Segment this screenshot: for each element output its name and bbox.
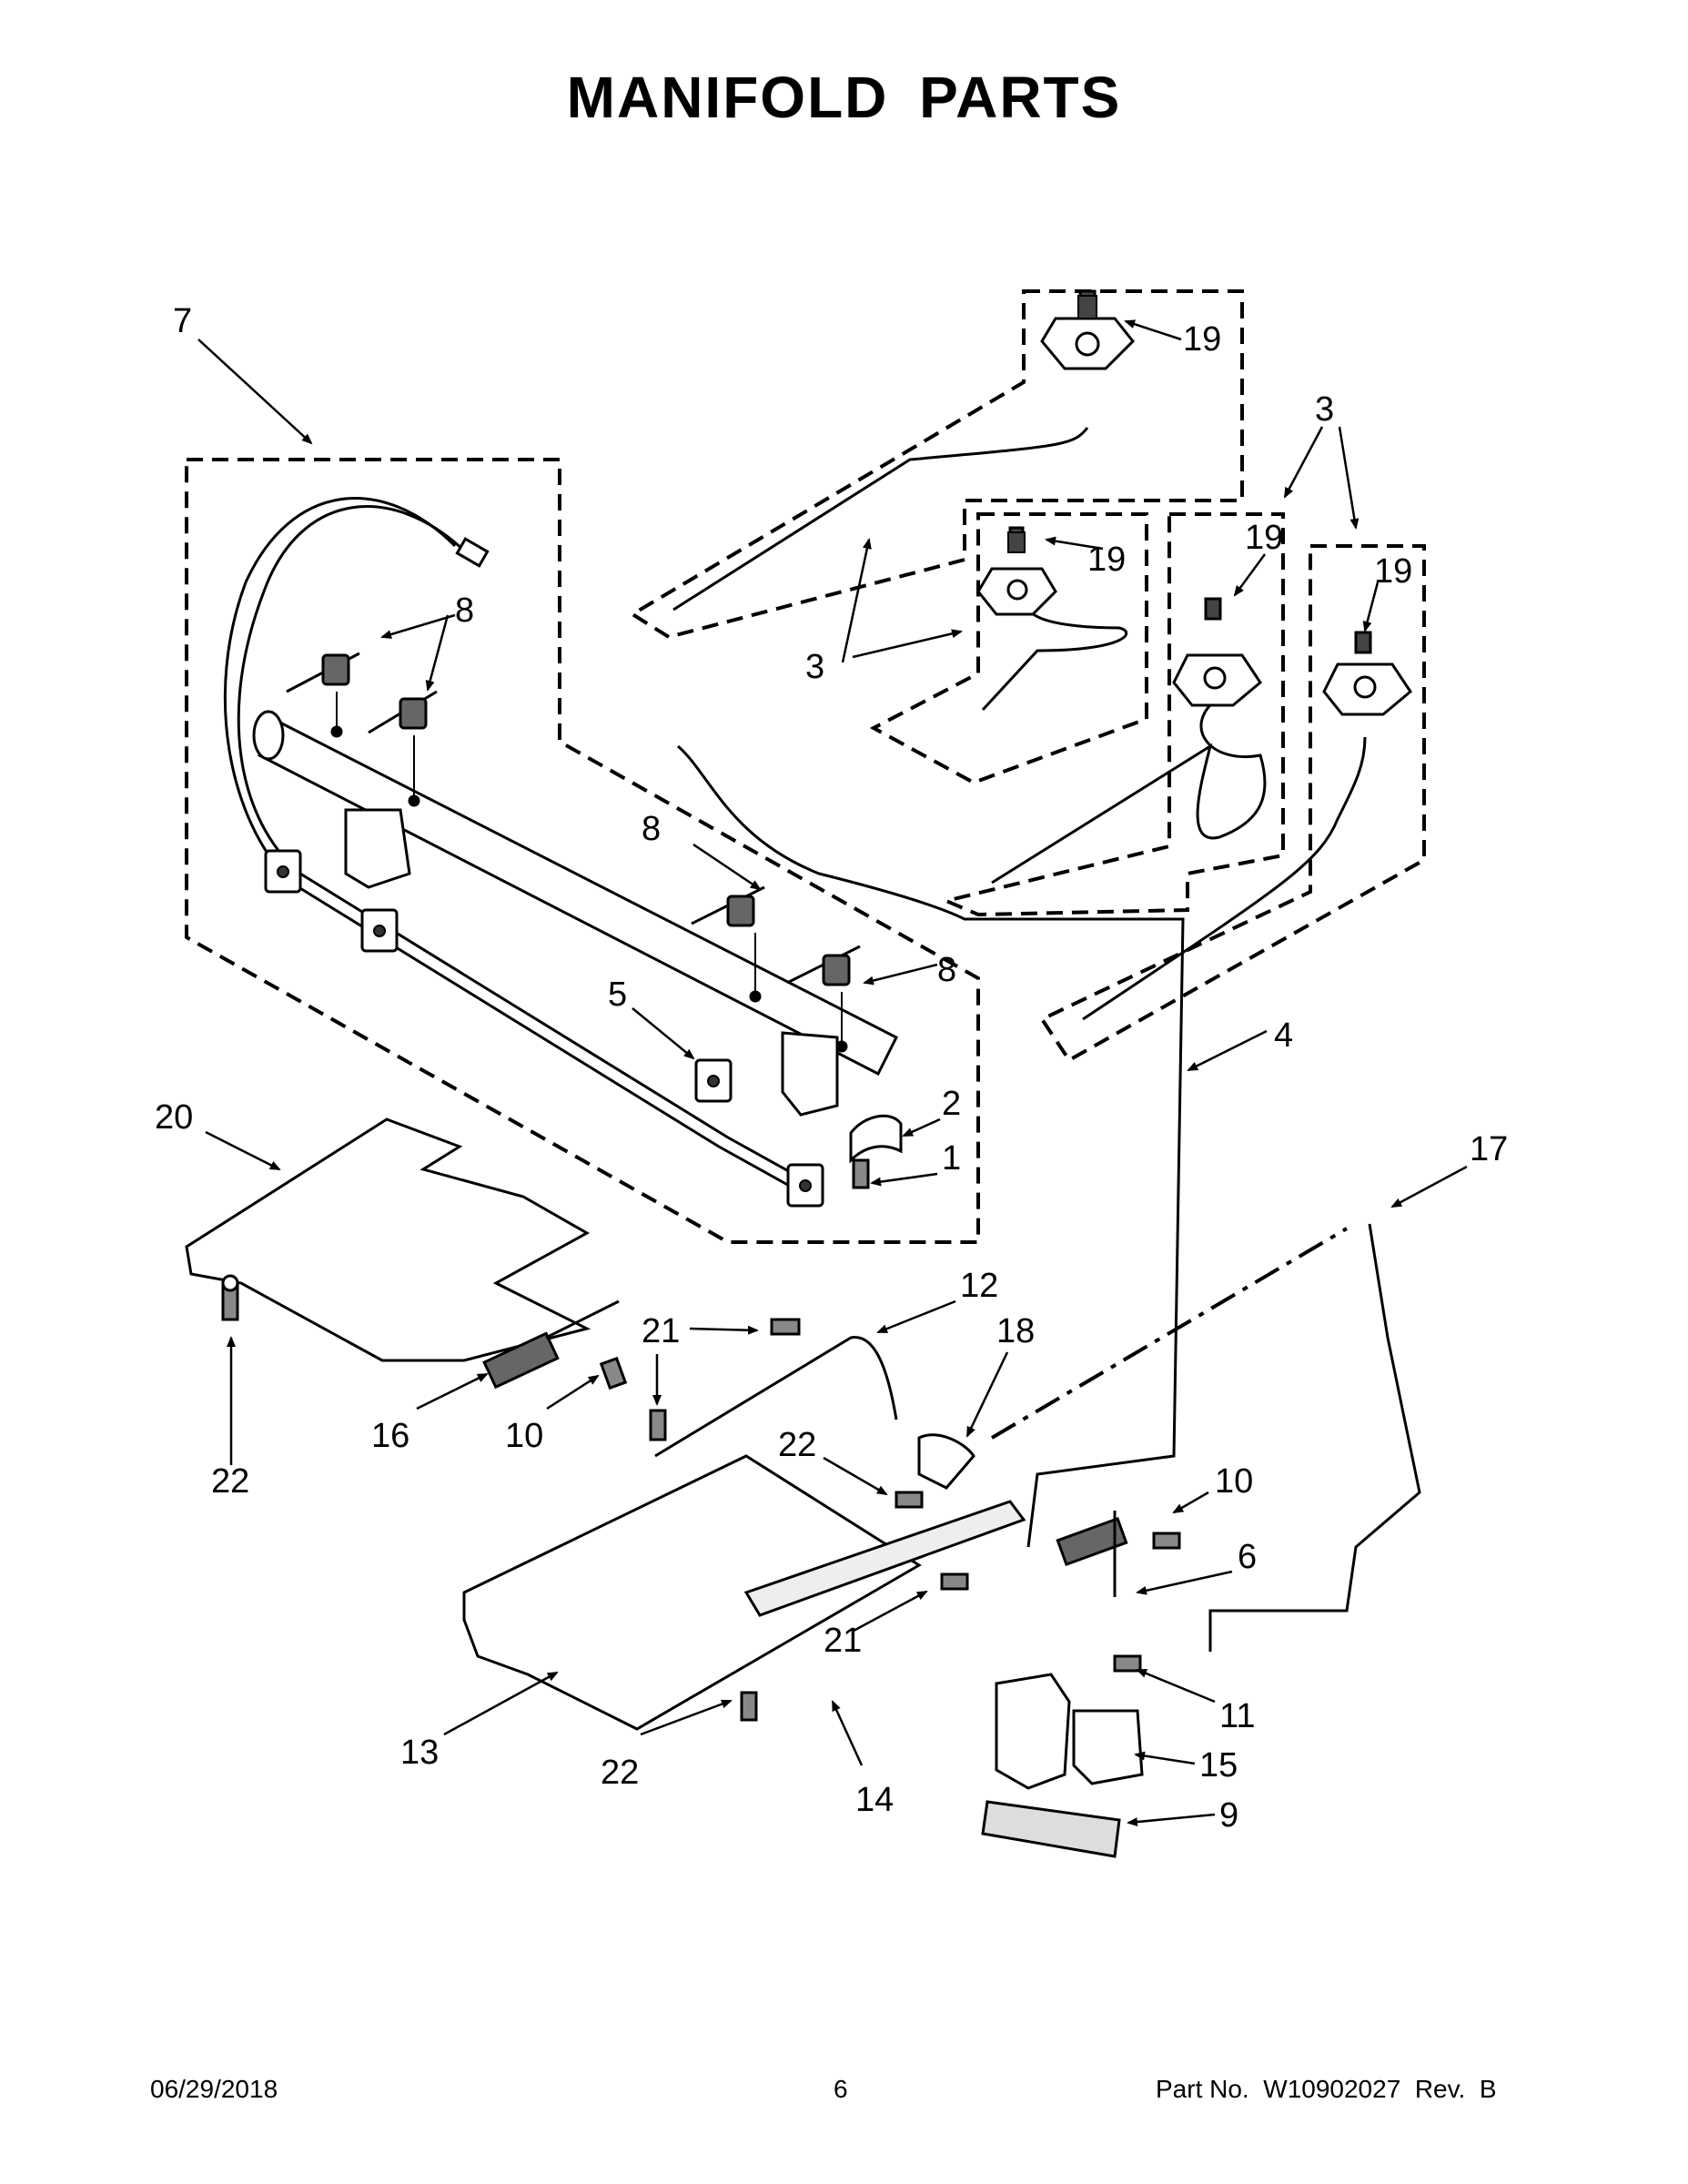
callout-19-top: 19 bbox=[1183, 320, 1221, 359]
igniter-6 bbox=[1056, 1511, 1128, 1597]
venturi-tube-12 bbox=[654, 1336, 898, 1458]
group-7-dashed-outline bbox=[185, 458, 980, 1244]
group-3-right2-dashed-outline bbox=[1039, 544, 1426, 1063]
callout-2: 2 bbox=[942, 1085, 961, 1123]
callout-21-lower: 21 bbox=[824, 1622, 862, 1660]
screw-21-right bbox=[940, 1572, 969, 1591]
valve-8-d bbox=[786, 945, 861, 1053]
callout-8-top: 8 bbox=[455, 592, 474, 630]
callout-17: 17 bbox=[1470, 1130, 1508, 1168]
elbow-18 bbox=[917, 1433, 975, 1490]
screw-22-mid bbox=[895, 1491, 924, 1509]
callout-18: 18 bbox=[996, 1312, 1035, 1350]
callout-19-right2: 19 bbox=[1374, 552, 1412, 591]
callout-8-right: 8 bbox=[937, 951, 956, 989]
callout-6: 6 bbox=[1238, 1538, 1257, 1576]
burner-14 bbox=[743, 1500, 1026, 1617]
callout-7: 7 bbox=[173, 302, 192, 340]
wire-connector bbox=[455, 537, 490, 568]
screw-22-left bbox=[221, 1274, 239, 1321]
bracket-9 bbox=[981, 1800, 1121, 1858]
screw-10-right bbox=[1152, 1532, 1181, 1550]
burner-tube-right2 bbox=[1082, 736, 1367, 1021]
callout-8-mid: 8 bbox=[642, 810, 661, 848]
callout-3-left-a: 3 bbox=[805, 648, 824, 686]
heat-shield-20 bbox=[185, 1117, 591, 1362]
footer-page-number: 6 bbox=[834, 2075, 848, 2103]
callout-15: 15 bbox=[1199, 1746, 1238, 1785]
ignitor-wire-harness-a bbox=[237, 505, 811, 1185]
group-3-mid-dashed-outline bbox=[869, 512, 1148, 785]
manifold-pipe bbox=[258, 716, 899, 1077]
callout-22-left: 22 bbox=[211, 1462, 249, 1501]
callout-12: 12 bbox=[960, 1267, 998, 1305]
orifice-holder-mid bbox=[976, 526, 1057, 616]
screw-22-lower bbox=[740, 1691, 758, 1722]
manifold-bracket-right bbox=[781, 1031, 839, 1117]
supply-tube-17 bbox=[1208, 1223, 1421, 1652]
clamp-2 bbox=[849, 1114, 903, 1164]
valve-8-c bbox=[691, 885, 765, 1003]
manifold-tube-4 bbox=[677, 744, 1185, 1548]
screw-21-lower bbox=[649, 1409, 667, 1441]
callout-10-right: 10 bbox=[1215, 1462, 1253, 1501]
orifice-holder-right1 bbox=[1172, 597, 1262, 707]
burner-tray-13 bbox=[462, 1454, 922, 1731]
connection-dash-dot-line bbox=[990, 1227, 1349, 1440]
callout-16: 16 bbox=[371, 1417, 409, 1455]
burner-tube-mid bbox=[981, 603, 1128, 712]
callout-5: 5 bbox=[608, 976, 627, 1014]
manifold-pipe-end bbox=[252, 710, 285, 761]
callout-9: 9 bbox=[1219, 1796, 1238, 1835]
burner-tube-right1 bbox=[991, 699, 1267, 885]
screw-11 bbox=[1113, 1654, 1142, 1673]
valve-8-a bbox=[286, 652, 360, 738]
manifold-bracket-left bbox=[344, 808, 411, 889]
page-title: MANIFOLD PARTS bbox=[566, 65, 1122, 130]
footer-date: 06/29/2018 bbox=[150, 2075, 278, 2103]
callout-1: 1 bbox=[942, 1139, 961, 1178]
callout-22-mid: 22 bbox=[778, 1426, 816, 1464]
burner-tube-top bbox=[672, 427, 1089, 612]
callout-19-mid: 19 bbox=[1087, 541, 1126, 579]
screw-10-left bbox=[599, 1356, 628, 1390]
callout-21-upper: 21 bbox=[642, 1312, 680, 1350]
ignitor-wire-harness-b bbox=[223, 497, 802, 1194]
callout-11: 11 bbox=[1219, 1697, 1255, 1735]
callout-22-lower: 22 bbox=[601, 1754, 639, 1792]
group-3-right1-dashed-outline bbox=[940, 512, 1285, 917]
screw-21-upper bbox=[770, 1318, 801, 1336]
callout-3-top: 3 bbox=[1315, 390, 1334, 429]
callout-14: 14 bbox=[855, 1781, 894, 1819]
callout-19-right1: 19 bbox=[1245, 519, 1283, 557]
group-3-top-dashed-outline bbox=[629, 289, 1244, 640]
igniter-16 bbox=[482, 1299, 620, 1390]
callout-10-left: 10 bbox=[505, 1417, 543, 1455]
orifice-holder-right2 bbox=[1322, 631, 1412, 716]
safety-valve-15 bbox=[995, 1673, 1144, 1790]
footer-part-number: Part No. W10902027 Rev. B bbox=[1156, 2075, 1497, 2103]
callout-20: 20 bbox=[155, 1098, 193, 1137]
callout-4: 4 bbox=[1274, 1016, 1293, 1055]
callout-13: 13 bbox=[400, 1734, 439, 1772]
valve-8-b bbox=[368, 690, 438, 807]
screw-1 bbox=[852, 1158, 870, 1189]
